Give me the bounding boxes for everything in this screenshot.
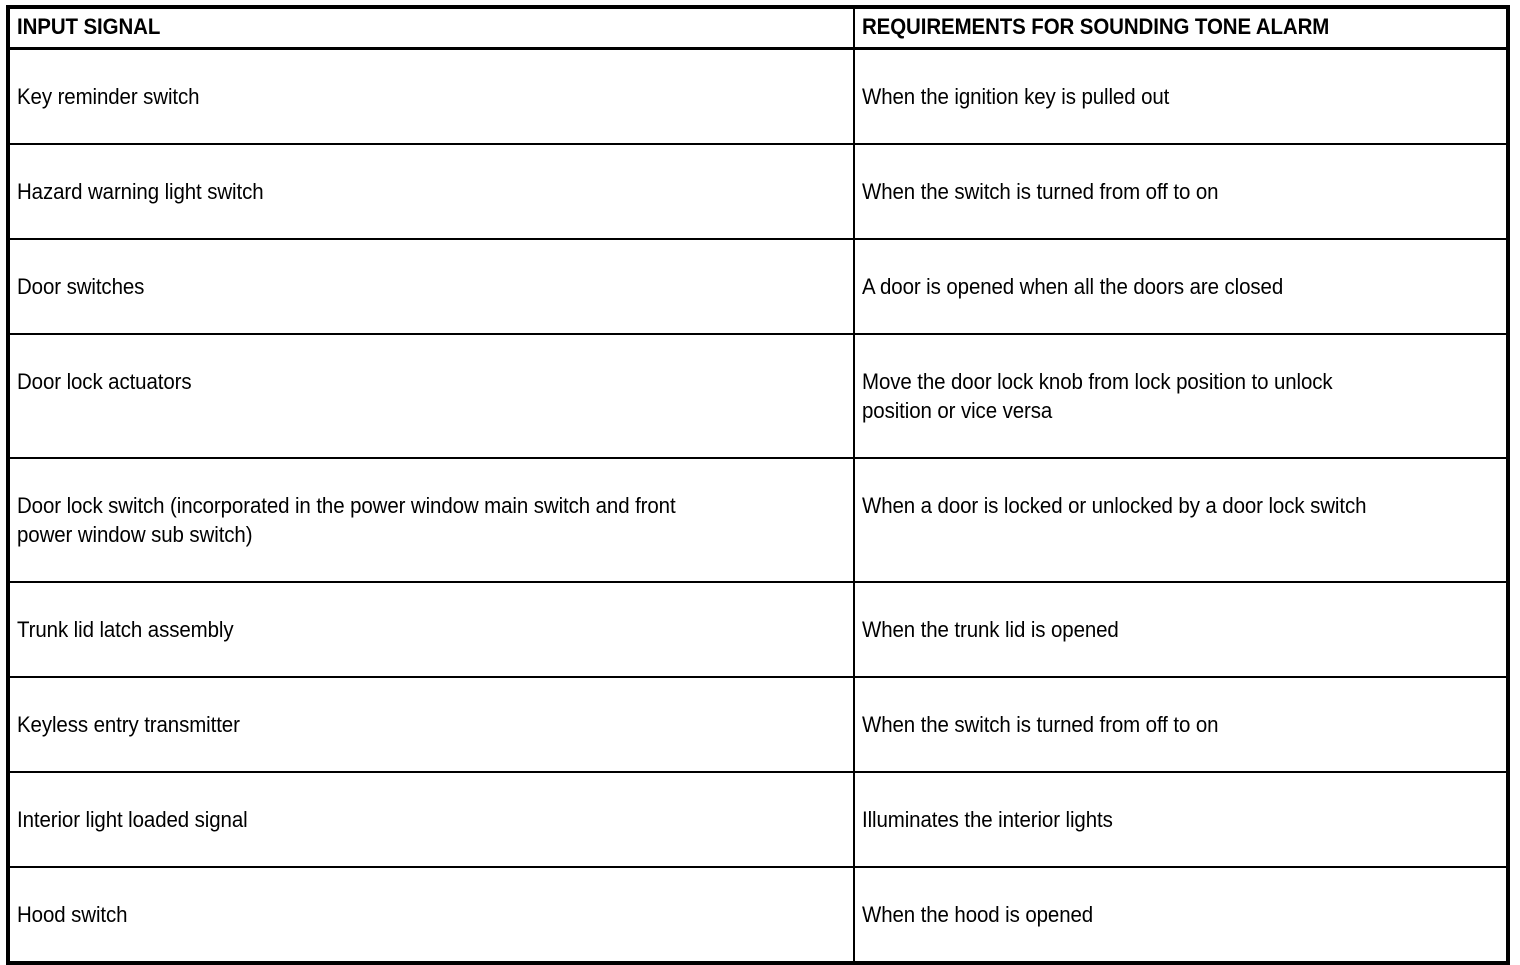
cell-requirements: A door is opened when all the doors are …: [854, 238, 1508, 335]
cell-requirements: When the switch is turned from off to on: [854, 143, 1508, 240]
table-row: Door switches A door is opened when all …: [8, 238, 1508, 335]
cell-input-signal: Door lock actuators: [8, 333, 855, 459]
cell-requirements: When the ignition key is pulled out: [854, 48, 1508, 145]
cell-input-signal-text: Door lock switch (incorporated in the po…: [17, 492, 676, 547]
table-row: Trunk lid latch assembly When the trunk …: [8, 581, 1508, 678]
cell-input-signal-text: Trunk lid latch assembly: [17, 616, 234, 642]
cell-requirements-text: When a door is locked or unlocked by a d…: [862, 492, 1367, 518]
table-row: Keyless entry transmitter When the switc…: [8, 676, 1508, 773]
column-header-requirements-label: REQUIREMENTS FOR SOUNDING TONE ALARM: [862, 14, 1330, 39]
table-row: Hazard warning light switch When the swi…: [8, 143, 1508, 240]
column-header-input-signal: INPUT SIGNAL: [8, 7, 855, 50]
input-signal-requirements-table: INPUT SIGNAL REQUIREMENTS FOR SOUNDING T…: [6, 5, 1510, 965]
cell-input-signal: Keyless entry transmitter: [8, 676, 855, 773]
cell-input-signal: Key reminder switch: [8, 48, 855, 145]
cell-requirements-text: When the ignition key is pulled out: [862, 83, 1170, 109]
table-row: Interior light loaded signal Illuminates…: [8, 771, 1508, 868]
cell-input-signal-text: Door switches: [17, 273, 145, 299]
cell-requirements: When the switch is turned from off to on: [854, 676, 1508, 773]
cell-input-signal: Hazard warning light switch: [8, 143, 855, 240]
cell-input-signal: Interior light loaded signal: [8, 771, 855, 868]
cell-input-signal-text: Interior light loaded signal: [17, 806, 248, 832]
cell-requirements-text: When the switch is turned from off to on: [862, 178, 1219, 204]
cell-input-signal-text: Hood switch: [17, 901, 128, 927]
table-header: INPUT SIGNAL REQUIREMENTS FOR SOUNDING T…: [8, 7, 1508, 50]
table-row: Door lock switch (incorporated in the po…: [8, 457, 1508, 583]
cell-requirements: When a door is locked or unlocked by a d…: [854, 457, 1508, 583]
cell-requirements: When the trunk lid is opened: [854, 581, 1508, 678]
table-row: Key reminder switch When the ignition ke…: [8, 48, 1508, 145]
cell-requirements: Move the door lock knob from lock positi…: [854, 333, 1508, 459]
column-header-requirements: REQUIREMENTS FOR SOUNDING TONE ALARM: [854, 7, 1508, 50]
cell-input-signal-text: Keyless entry transmitter: [17, 711, 240, 737]
cell-requirements-text: Illuminates the interior lights: [862, 806, 1113, 832]
cell-requirements-text: When the switch is turned from off to on: [862, 711, 1219, 737]
cell-requirements: When the hood is opened: [854, 866, 1508, 963]
cell-input-signal: Door lock switch (incorporated in the po…: [8, 457, 855, 583]
document-page: INPUT SIGNAL REQUIREMENTS FOR SOUNDING T…: [6, 5, 1510, 965]
cell-input-signal-text: Key reminder switch: [17, 83, 200, 109]
column-header-input-signal-label: INPUT SIGNAL: [17, 14, 161, 39]
cell-requirements-text: Move the door lock knob from lock positi…: [862, 368, 1333, 423]
cell-input-signal-text: Door lock actuators: [17, 368, 192, 394]
table-row: Door lock actuators Move the door lock k…: [8, 333, 1508, 459]
cell-input-signal-text: Hazard warning light switch: [17, 178, 264, 204]
cell-input-signal: Hood switch: [8, 866, 855, 963]
table-header-row: INPUT SIGNAL REQUIREMENTS FOR SOUNDING T…: [8, 7, 1508, 50]
cell-input-signal: Door switches: [8, 238, 855, 335]
cell-requirements: Illuminates the interior lights: [854, 771, 1508, 868]
table-row: Hood switch When the hood is opened: [8, 866, 1508, 963]
cell-requirements-text: When the trunk lid is opened: [862, 616, 1119, 642]
table-body: Key reminder switch When the ignition ke…: [8, 48, 1508, 963]
cell-requirements-text: When the hood is opened: [862, 901, 1094, 927]
cell-input-signal: Trunk lid latch assembly: [8, 581, 855, 678]
cell-requirements-text: A door is opened when all the doors are …: [862, 273, 1284, 299]
